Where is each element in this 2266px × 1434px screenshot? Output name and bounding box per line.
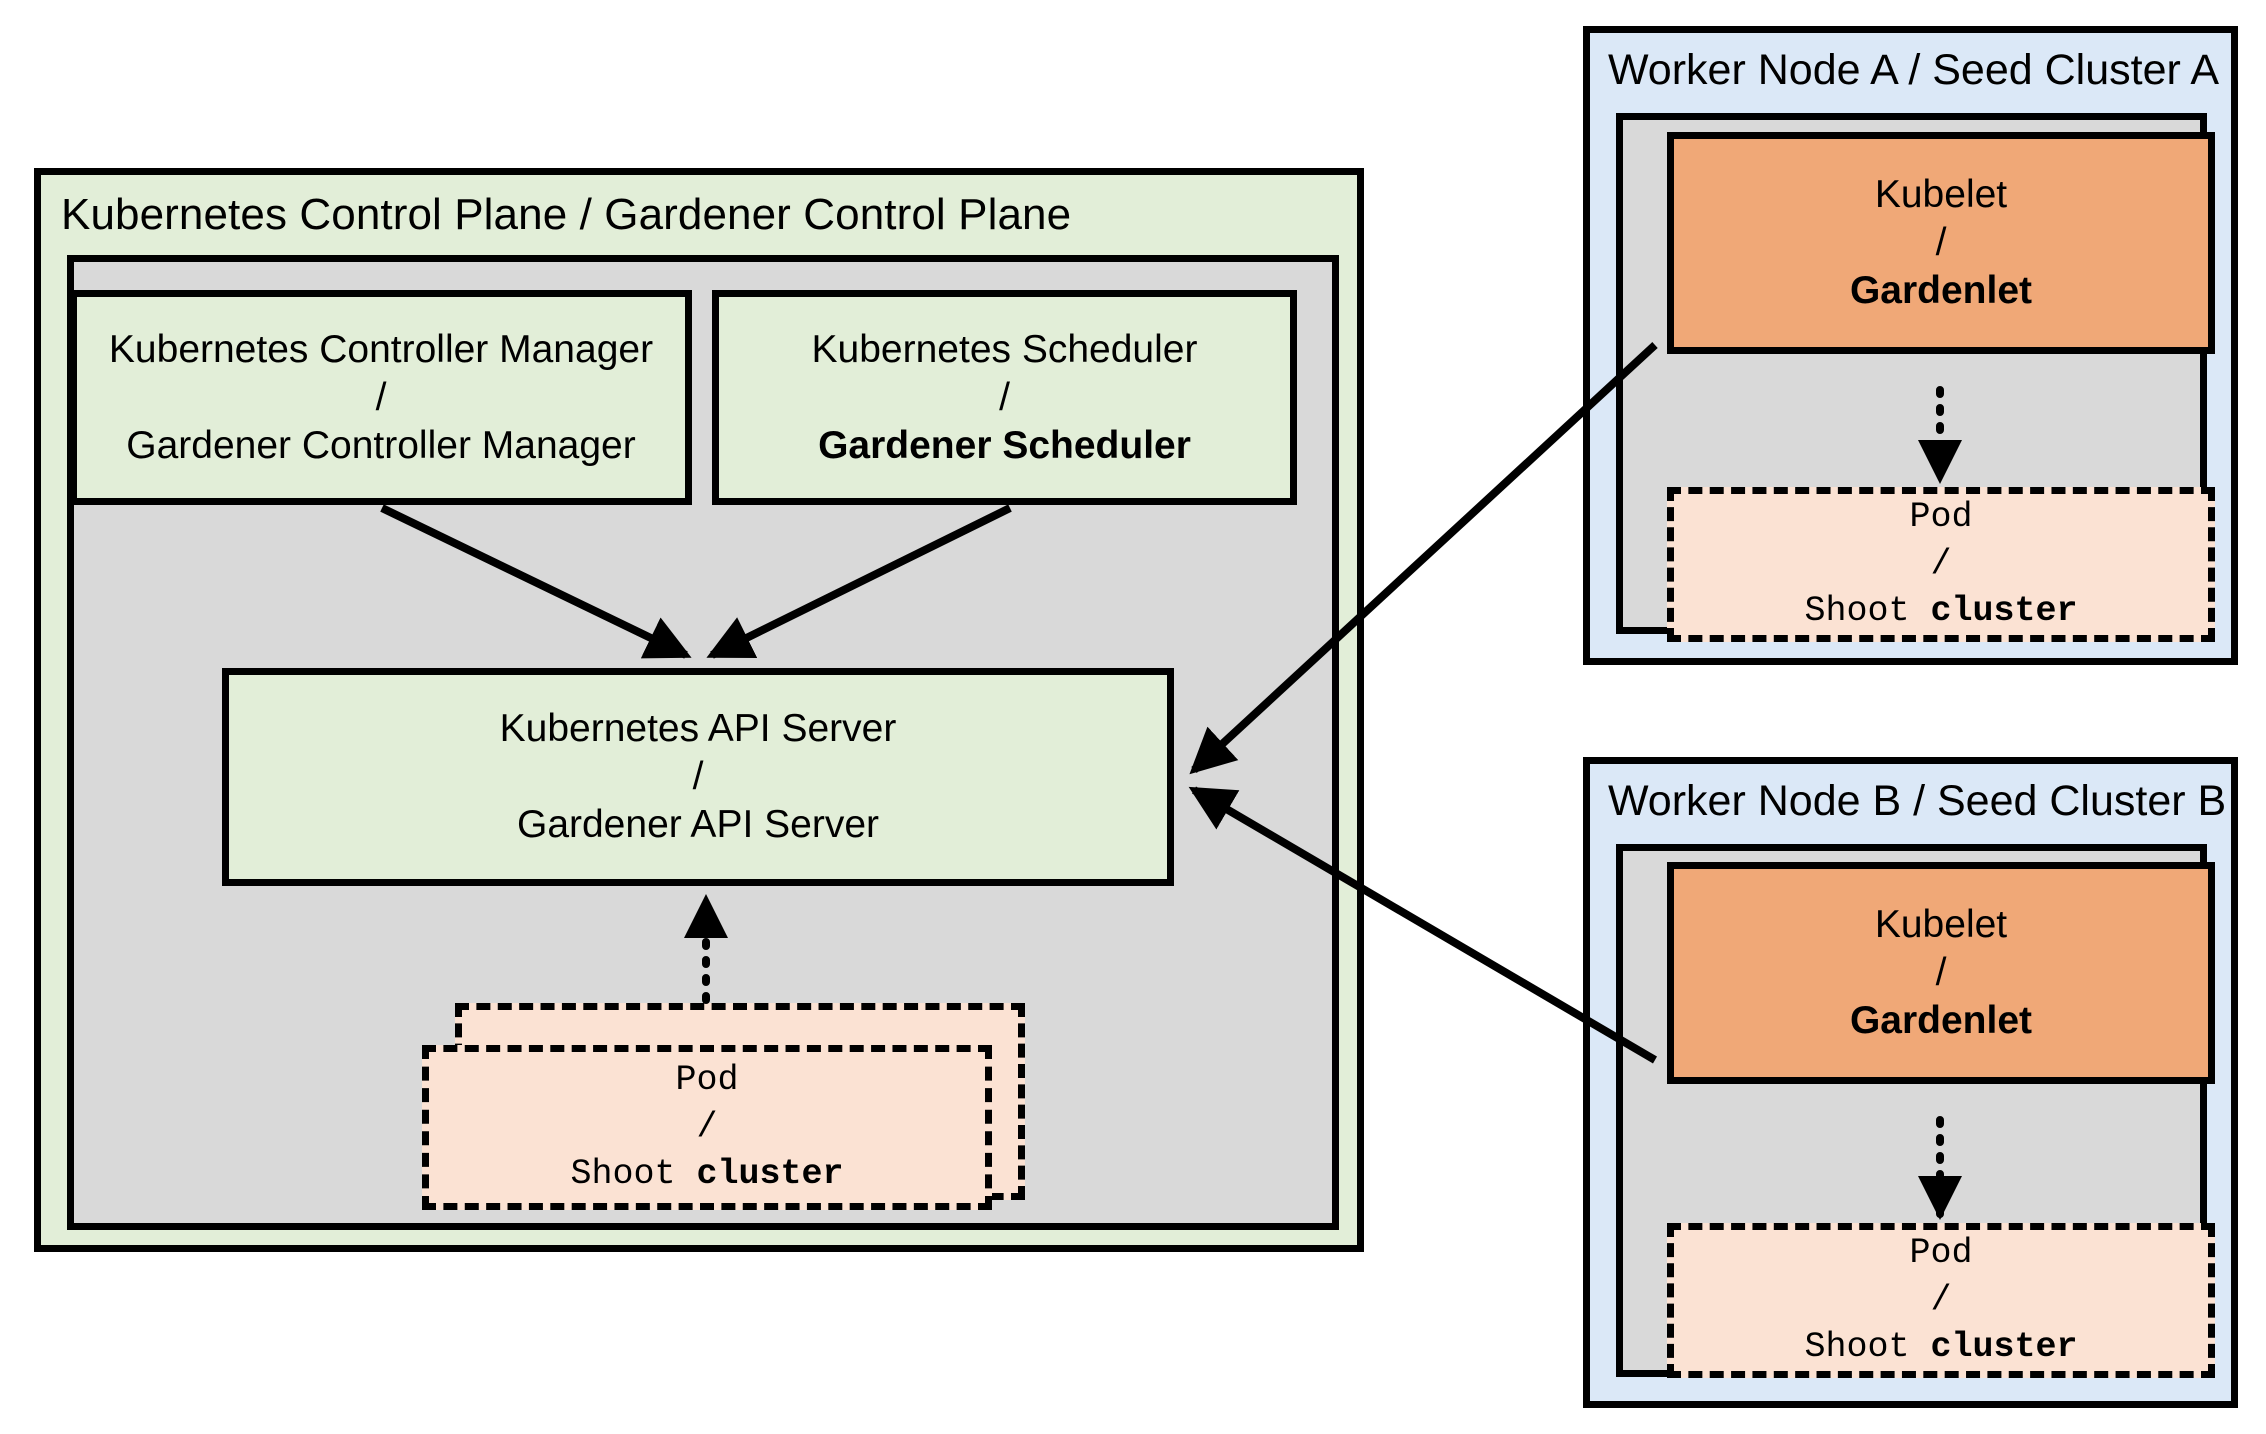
gardenlet-b-label: Gardenlet [1849,999,2033,1042]
control-plane-pod-cluster-word: cluster [696,1154,844,1194]
kubelet-b-separator: / [1935,951,1947,994]
kubelet-b-line1: Kubelet [1874,903,2008,946]
pod-a-box[interactable]: Pod / Shoot cluster [1667,487,2215,642]
kubernetes-scheduler-box[interactable]: Kubernetes Scheduler / Gardener Schedule… [712,290,1297,505]
control-plane-pod-separator: / [696,1107,718,1147]
kubernetes-api-server-box[interactable]: Kubernetes API Server / Gardener API Ser… [222,668,1174,886]
gardenlet-a-label: Gardenlet [1849,269,2033,312]
pod-a-shoot-word: Shoot [1804,591,1931,631]
pod-a-shoot-cluster: Shoot cluster [1804,588,2077,635]
kubelet-a-separator: / [1935,221,1947,264]
api-server-line1: Kubernetes API Server [499,707,897,750]
pod-a-cluster-word: cluster [1930,591,2078,631]
pod-a-line1: Pod [1909,497,1973,537]
kubelet-gardenlet-a-box[interactable]: Kubelet / Gardenlet [1667,132,2215,354]
gardener-scheduler-label: Gardener Scheduler [818,423,1191,467]
pod-b-shoot-cluster: Shoot cluster [1804,1324,2077,1371]
control-plane-pod-shoot-word: Shoot [570,1154,697,1194]
gardener-controller-manager-label: Gardener Controller Manager [126,423,636,467]
kubernetes-controller-manager-box[interactable]: Kubernetes Controller Manager / Gardener… [70,290,692,505]
pod-b-cluster-word: cluster [1930,1327,2078,1367]
control-plane-pod-line1: Pod [675,1060,739,1100]
control-plane-pod-shoot-cluster: Shoot cluster [570,1151,843,1198]
worker-node-a-title: Worker Node A / Seed Cluster A [1608,46,2220,94]
control-plane-title: Kubernetes Control Plane / Gardener Cont… [61,190,1072,239]
scheduler-separator: / [999,375,1010,419]
pod-b-line1: Pod [1909,1233,1973,1273]
kubelet-a-line1: Kubelet [1874,173,2008,216]
control-plane-pod-box[interactable]: Pod / Shoot cluster [422,1045,992,1210]
api-server-separator: / [692,755,704,798]
gardener-api-server-label: Gardener API Server [516,803,879,846]
controller-manager-separator: / [375,375,387,419]
kubelet-gardenlet-b-box[interactable]: Kubelet / Gardenlet [1667,862,2215,1084]
pod-b-shoot-word: Shoot [1804,1327,1931,1367]
pod-b-box[interactable]: Pod / Shoot cluster [1667,1223,2215,1378]
pod-a-separator: / [1930,544,1952,584]
scheduler-line1: Kubernetes Scheduler [811,327,1198,371]
worker-node-b-title: Worker Node B / Seed Cluster B [1608,777,2227,825]
controller-manager-line1: Kubernetes Controller Manager [108,327,654,371]
pod-b-separator: / [1930,1280,1952,1320]
